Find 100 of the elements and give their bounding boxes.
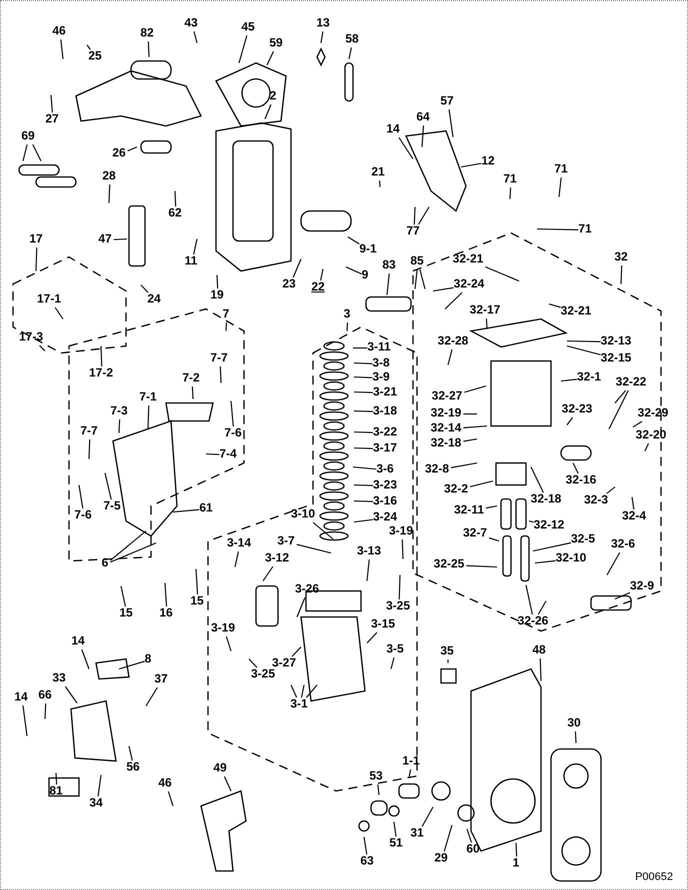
callout-number: 58: [345, 32, 359, 46]
callout-number: 32-11: [454, 504, 484, 516]
leader-line: [193, 238, 198, 255]
leader-line: [614, 390, 626, 404]
leader-line: [463, 438, 478, 442]
leader-line: [127, 146, 138, 152]
callout-number: 43: [184, 16, 198, 30]
callout-number: 32-29: [638, 406, 668, 420]
leader-line: [120, 586, 126, 607]
leader-line: [22, 144, 28, 162]
callout-number: 3-18: [372, 404, 398, 418]
callout-number: 32-13: [600, 334, 632, 348]
leader-line: [110, 530, 146, 561]
leader-line: [606, 486, 616, 494]
callout-number: 61: [199, 502, 213, 514]
callout-number: 31: [410, 826, 424, 840]
callout-number: 32-6: [610, 538, 636, 550]
callout-number: 7-4: [219, 448, 237, 460]
leader-line: [88, 439, 90, 460]
callout-number: 3-24: [372, 510, 398, 524]
leader-line: [528, 520, 534, 523]
leader-line: [54, 307, 64, 320]
leader-line: [110, 542, 156, 563]
callout-number: 32-15: [600, 352, 632, 364]
leader-line: [608, 390, 629, 430]
leader-line: [614, 592, 630, 600]
callout-number: 32-7: [462, 526, 488, 540]
callout-number: 26: [112, 146, 126, 160]
callout-number: 3-13: [356, 544, 382, 558]
leader-line: [509, 187, 512, 200]
leader-line: [172, 509, 200, 513]
callout-number: 3-25: [250, 668, 276, 680]
callout-number: 7-6: [74, 508, 92, 522]
leader-line: [606, 552, 620, 576]
callout-number: 32-22: [616, 376, 646, 388]
leader-line: [78, 484, 84, 509]
callout-number: 32-27: [432, 390, 462, 402]
leader-line: [444, 824, 453, 852]
callout-number: 3-10: [290, 508, 316, 520]
leader-line: [60, 39, 64, 60]
callout-number: 7-5: [103, 500, 121, 512]
callout-number: 32-17: [470, 304, 500, 316]
leader-line: [118, 660, 145, 670]
callout-number: 32-21: [560, 304, 592, 318]
callout-number: 66: [38, 688, 52, 702]
leader-line: [147, 405, 150, 430]
leader-line: [444, 292, 463, 310]
callout-number: 16: [159, 606, 173, 620]
callout-number: 3-19: [210, 622, 236, 634]
callout-number: 7: [222, 308, 230, 320]
leader-line: [148, 41, 150, 58]
leader-line: [447, 660, 449, 663]
leader-line: [572, 462, 579, 474]
callout-number: 7-6: [224, 426, 242, 440]
leader-line: [566, 340, 601, 342]
leader-line: [463, 413, 477, 415]
leader-line: [566, 345, 601, 356]
callout-number: 12: [481, 154, 495, 168]
leader-line: [320, 268, 324, 281]
callout-number: 17-2: [88, 366, 114, 380]
callout-number: 32-8: [424, 462, 450, 476]
callout-number: 3-22: [372, 426, 398, 438]
leader-line: [104, 472, 112, 500]
leader-line: [238, 35, 248, 64]
leader-line: [220, 366, 222, 384]
callout-number: 3-16: [372, 494, 398, 508]
leader-line: [460, 162, 482, 168]
leader-line: [386, 273, 390, 296]
leader-line: [393, 822, 397, 837]
callout-number: 56: [126, 760, 140, 774]
leader-line: [354, 519, 374, 523]
callout-number: 30: [567, 716, 581, 730]
leader-line: [464, 385, 486, 393]
callout-number: 13: [316, 16, 330, 30]
callout-number: 32: [614, 250, 628, 264]
callout-number: 32-26: [518, 614, 548, 628]
leader-line: [525, 584, 533, 615]
leader-line: [632, 421, 642, 428]
callout-number: 77: [406, 224, 420, 238]
leader-line: [488, 537, 500, 542]
leader-line: [146, 687, 158, 706]
leader-line: [114, 238, 128, 240]
leader-line: [354, 362, 372, 364]
leader-line: [534, 560, 556, 564]
callout-number: 3-1: [290, 698, 308, 710]
callout-number: 62: [168, 206, 182, 220]
callout-number: 11: [184, 254, 198, 268]
callout-number: 23: [282, 278, 296, 290]
leader-line: [174, 190, 176, 207]
leader-line: [354, 431, 373, 434]
callout-number: 69: [21, 130, 35, 142]
leader-line: [193, 31, 198, 44]
leader-line: [466, 828, 472, 843]
leader-line: [390, 657, 395, 670]
leader-line: [515, 842, 518, 857]
callout-number: 3-8: [372, 356, 390, 370]
callout-number: 32-18: [430, 436, 462, 450]
leader-line: [352, 466, 376, 470]
callout-number: 51: [389, 836, 403, 850]
callout-number: 49: [213, 762, 227, 774]
